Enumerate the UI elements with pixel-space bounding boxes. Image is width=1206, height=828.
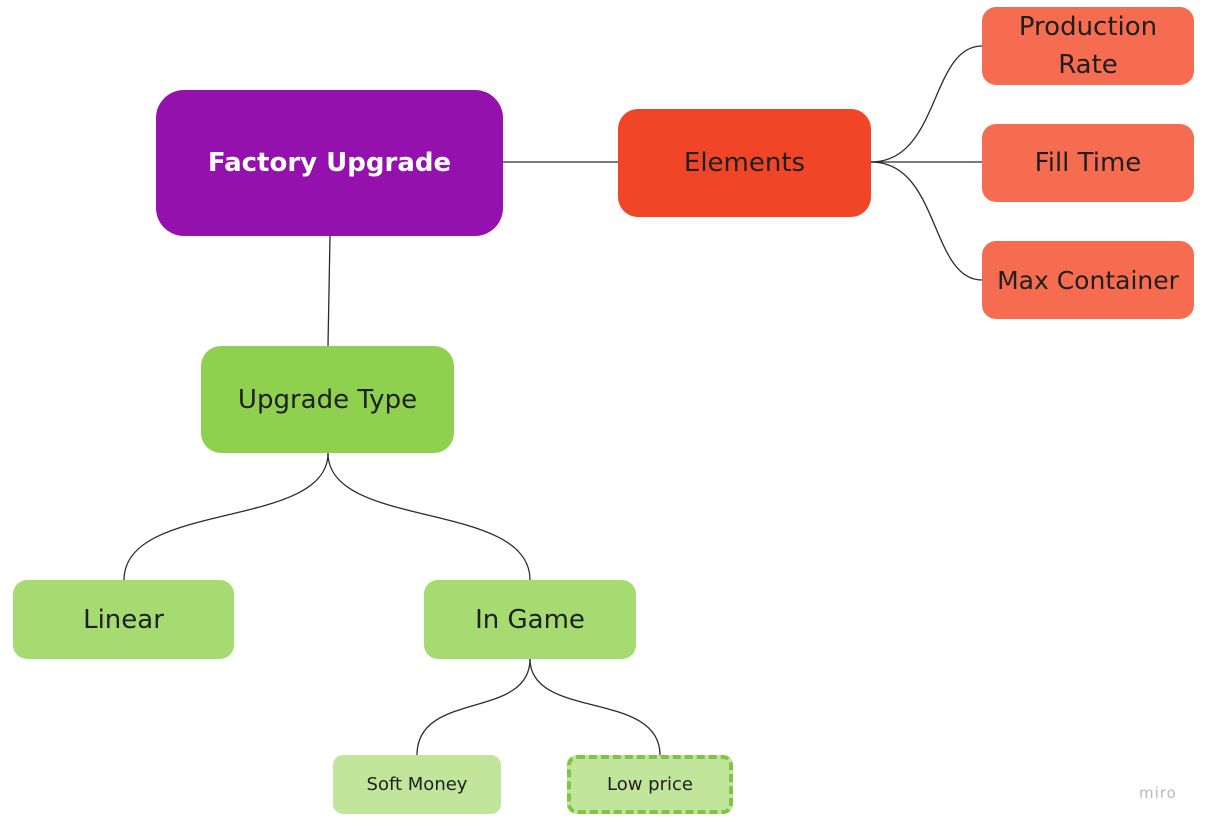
node-upgrade-type-label: Upgrade Type <box>237 384 418 415</box>
node-soft-money-label: Soft Money <box>366 774 468 795</box>
node-factory-upgrade-label: Factory Upgrade <box>207 148 452 178</box>
connector-elements-production-rate <box>870 45 983 163</box>
node-upgrade-type[interactable]: Upgrade Type <box>201 346 454 453</box>
node-linear-label: Linear <box>83 604 164 635</box>
connector-root-upgrade-type <box>327 235 331 347</box>
node-max-container[interactable]: Max Container <box>982 241 1194 319</box>
connector-elements-max-container <box>870 161 983 281</box>
node-production-rate-label: Production Rate <box>1018 12 1158 80</box>
node-factory-upgrade[interactable]: Factory Upgrade <box>156 90 503 236</box>
node-max-container-label: Max Container <box>997 265 1179 295</box>
miro-watermark: miro <box>1139 784 1177 802</box>
connector-in-game-low-price <box>529 658 661 756</box>
node-elements[interactable]: Elements <box>618 109 871 217</box>
node-soft-money[interactable]: Soft Money <box>333 755 501 814</box>
connector-upgrade-type-in-game <box>327 452 531 581</box>
node-fill-time-label: Fill Time <box>1034 148 1142 178</box>
connector-upgrade-type-linear <box>123 452 329 581</box>
connector-in-game-soft-money <box>416 658 531 756</box>
node-low-price-label: Low price <box>607 774 693 795</box>
node-linear[interactable]: Linear <box>13 580 234 659</box>
node-production-rate[interactable]: Production Rate <box>982 7 1194 85</box>
node-fill-time[interactable]: Fill Time <box>982 124 1194 202</box>
node-in-game-label: In Game <box>475 604 585 635</box>
node-low-price[interactable]: Low price <box>567 755 733 814</box>
node-in-game[interactable]: In Game <box>424 580 636 659</box>
node-elements-label: Elements <box>683 148 806 178</box>
